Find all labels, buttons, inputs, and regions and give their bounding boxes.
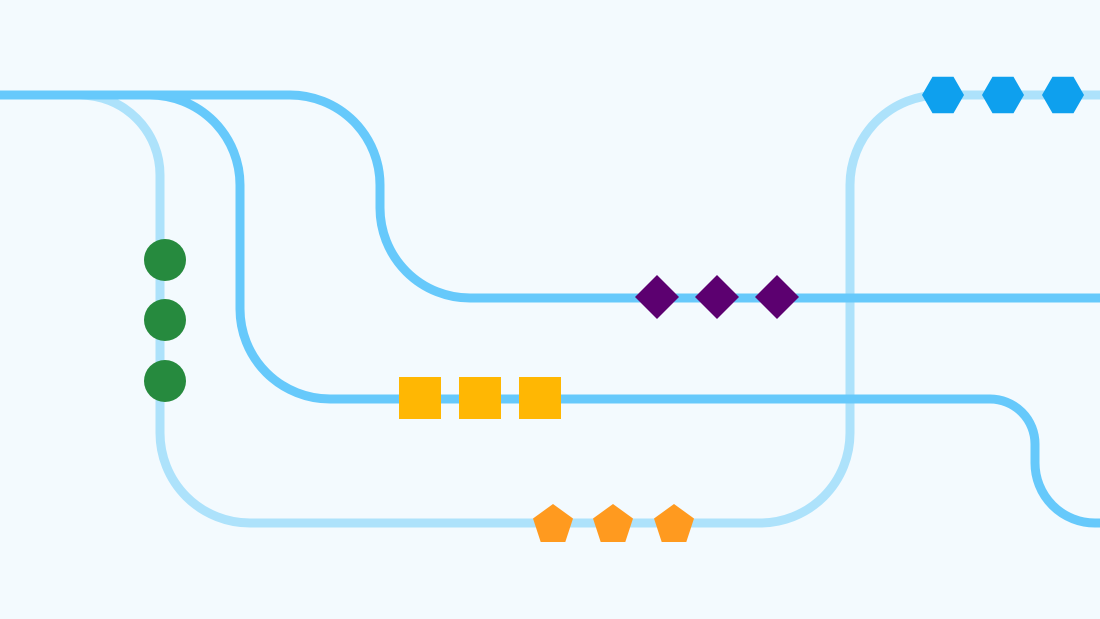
track-middle-branch: [149, 90, 1040, 463]
circle-token-1: [144, 239, 186, 281]
diamond-token-group: [635, 275, 799, 319]
diamond-token-2: [695, 275, 739, 319]
circle-token-3: [144, 360, 186, 402]
square-token-1: [399, 377, 441, 419]
diamond-token-3: [755, 275, 799, 319]
track-top-branch: [0, 90, 1100, 303]
track-left-loop: [79, 90, 1100, 528]
pentagon-token-group: [533, 504, 694, 542]
circle-token-group: [144, 239, 186, 402]
square-token-2: [459, 377, 501, 419]
pentagon-token-3: [654, 504, 694, 542]
circle-token-2: [144, 299, 186, 341]
hexagon-token-3: [1042, 76, 1084, 114]
track-bottom-right-branch: [1030, 462, 1100, 528]
square-token-group: [399, 377, 561, 419]
pentagon-token-2: [593, 504, 633, 542]
square-token-3: [519, 377, 561, 419]
hexagon-token-1: [922, 76, 964, 114]
hexagon-token-2: [982, 76, 1024, 114]
pentagon-token-1: [533, 504, 573, 542]
hexagon-token-group: [922, 76, 1084, 114]
diamond-token-1: [635, 275, 679, 319]
